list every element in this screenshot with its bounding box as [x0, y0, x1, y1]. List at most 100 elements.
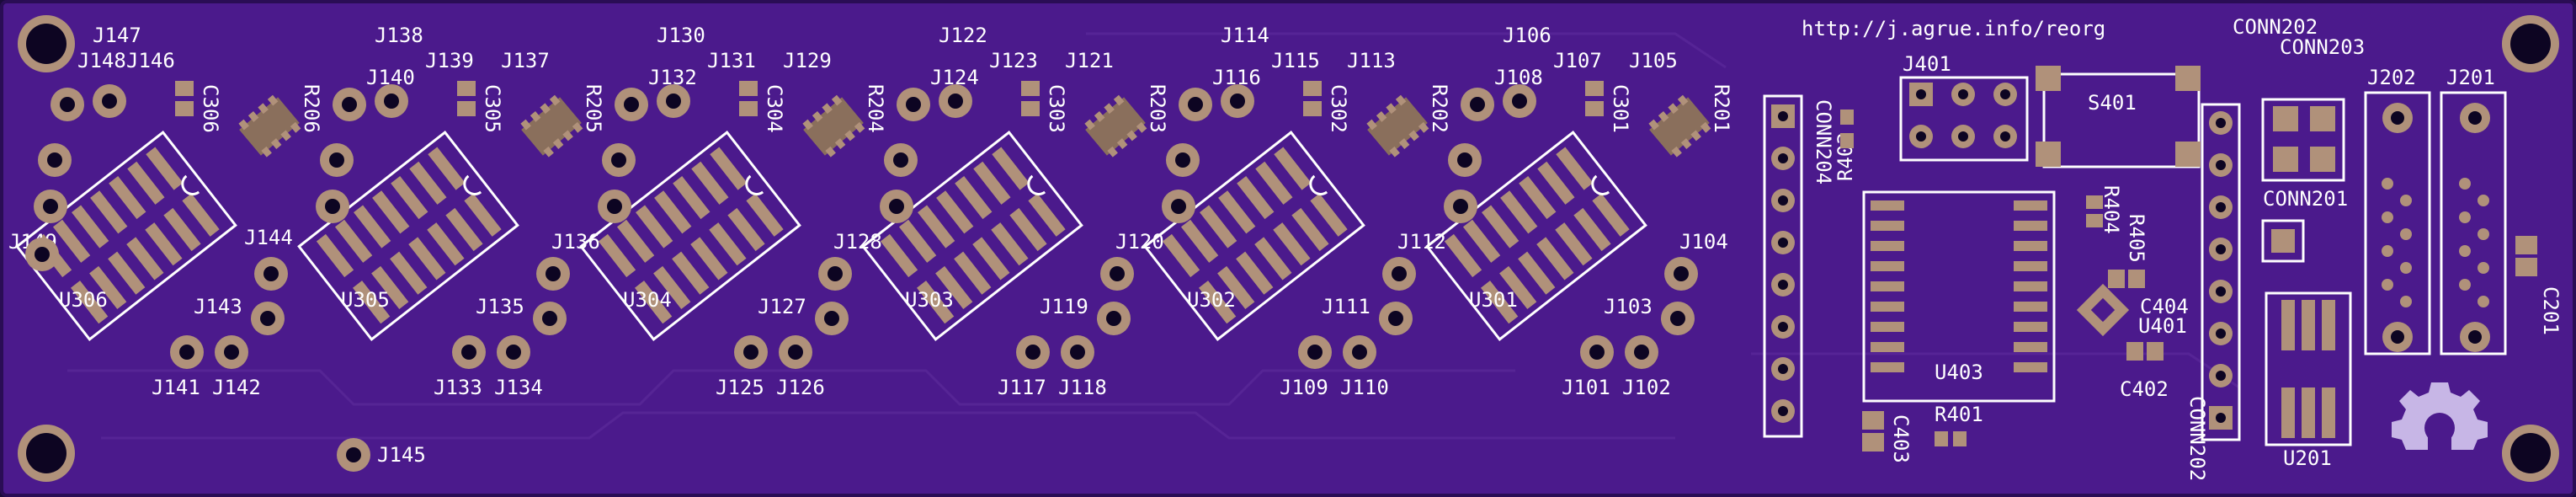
label-u302: U302 — [1187, 288, 1236, 312]
label-j112: J112 — [1397, 230, 1446, 254]
label-r201: R201 — [1710, 84, 1733, 133]
label-r405: R405 — [2125, 214, 2148, 263]
label-r204: R204 — [864, 84, 887, 133]
label-j133: J133 — [434, 376, 482, 399]
ic-u301 — [1425, 131, 1647, 341]
module-1: R206C306U306J147J148J146J149J144J143J141… — [8, 24, 323, 399]
label-j101: J101 — [1562, 376, 1610, 399]
label-c301: C301 — [1609, 84, 1632, 133]
label-j118: J118 — [1058, 376, 1107, 399]
label-j138: J138 — [375, 24, 423, 47]
label-j137: J137 — [501, 49, 550, 72]
label-conn201: CONN201 — [2263, 187, 2348, 211]
label-j122: J122 — [939, 24, 987, 47]
label-conn202: CONN202 — [2233, 15, 2318, 39]
label-u303: U303 — [905, 288, 954, 312]
ic-u304 — [579, 131, 801, 341]
resistor-array-r206 — [238, 94, 301, 158]
url-label: http://j.agrue.info/reorg — [1802, 17, 2105, 40]
label-u305: U305 — [341, 288, 390, 312]
label-u306: U306 — [59, 288, 108, 312]
label-j107: J107 — [1553, 49, 1602, 72]
label-r202: R202 — [1428, 84, 1451, 133]
label-j105: J105 — [1629, 49, 1678, 72]
label-c402: C402 — [2120, 377, 2169, 401]
label-j146: J146 — [126, 49, 175, 72]
label-j142: J142 — [212, 376, 261, 399]
label-j123: J123 — [989, 49, 1038, 72]
label-c201: C201 — [2539, 286, 2563, 335]
label-j130: J130 — [657, 24, 705, 47]
label-j135: J135 — [476, 295, 524, 318]
label-r206: R206 — [300, 84, 323, 133]
label-c306: C306 — [199, 84, 222, 133]
label-c305: C305 — [481, 84, 504, 133]
resistor-array-r203 — [1084, 94, 1147, 158]
svg-text:CONN202: CONN202 — [2185, 396, 2209, 481]
svg-text:J401: J401 — [1903, 52, 1951, 76]
label-c304: C304 — [763, 84, 786, 133]
label-j148: J148 — [77, 49, 126, 72]
svg-text:S401: S401 — [2088, 91, 2137, 115]
svg-text:U403: U403 — [1935, 361, 1983, 384]
label-j103: J103 — [1604, 295, 1653, 318]
label-u401: U401 — [2138, 314, 2187, 338]
label-j117: J117 — [998, 376, 1046, 399]
label-c303: C303 — [1045, 84, 1068, 133]
ic-u305 — [297, 131, 519, 341]
label-j121: J121 — [1065, 49, 1114, 72]
label-j126: J126 — [776, 376, 825, 399]
label-j131: J131 — [707, 49, 756, 72]
label-j120: J120 — [1115, 230, 1164, 254]
label-j109: J109 — [1280, 376, 1328, 399]
resistor-array-r201 — [1648, 94, 1711, 158]
label-u304: U304 — [623, 288, 672, 312]
label-j114: J114 — [1221, 24, 1269, 47]
label-j119: J119 — [1040, 295, 1088, 318]
module-group: R206C306U306J147J148J146J149J144J143J141… — [8, 24, 1733, 399]
ic-u303 — [861, 131, 1083, 341]
label-j136: J136 — [551, 230, 600, 254]
label-r404: R404 — [2100, 185, 2123, 234]
ic-u201: U201 — [2265, 291, 2352, 470]
label-j111: J111 — [1322, 295, 1370, 318]
label-j201: J201 — [2446, 66, 2495, 89]
resistor-array-r205 — [520, 94, 583, 158]
label-j144: J144 — [244, 226, 293, 249]
svg-text:U201: U201 — [2283, 446, 2332, 470]
connector-conn202: CONN202 — [2185, 103, 2241, 481]
label-c302: C302 — [1327, 84, 1350, 133]
label-j145: J145 — [377, 443, 426, 467]
resistor-array-r204 — [802, 94, 865, 158]
connector-conn201 — [2261, 219, 2305, 263]
svg-text:CONN204: CONN204 — [1812, 99, 1835, 184]
label-j141: J141 — [152, 376, 200, 399]
label-r401: R401 — [1935, 403, 1983, 426]
label-r203: R203 — [1146, 84, 1169, 133]
label-j113: J113 — [1347, 49, 1396, 72]
label-j125: J125 — [716, 376, 764, 399]
label-u301: U301 — [1469, 288, 1518, 312]
label-j202: J202 — [2367, 66, 2416, 89]
label-j147: J147 — [93, 24, 141, 47]
label-j129: J129 — [783, 49, 832, 72]
label-j128: J128 — [833, 230, 882, 254]
label-j106: J106 — [1503, 24, 1551, 47]
oshw-gear-icon — [2392, 382, 2488, 453]
connector-conn204: CONN204 — [1763, 94, 1835, 438]
label-c403: C403 — [1889, 414, 1913, 463]
label-c404: C404 — [2140, 295, 2189, 318]
label-j143: J143 — [194, 295, 242, 318]
label-j134: J134 — [494, 376, 543, 399]
header-j401: J401 — [1899, 52, 2029, 162]
label-j104: J104 — [1679, 230, 1728, 254]
label-conn203: CONN203 — [2280, 35, 2365, 59]
label-r205: R205 — [582, 84, 605, 133]
resistor-array-r202 — [1366, 94, 1429, 158]
